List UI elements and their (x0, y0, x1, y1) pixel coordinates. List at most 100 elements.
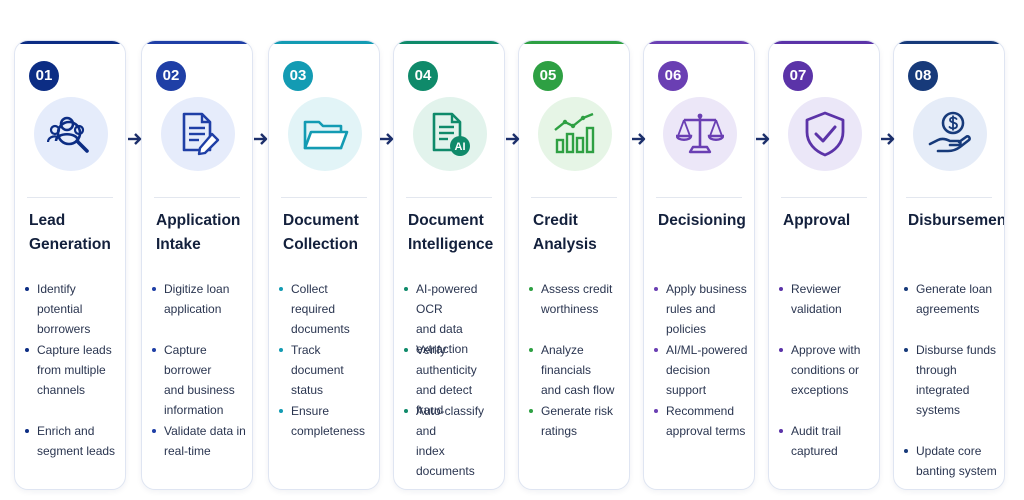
card-divider (531, 197, 617, 198)
card-accent-bar (519, 41, 629, 44)
bullet-line: Verify authenticity (416, 343, 477, 377)
bullet-dot (152, 348, 156, 352)
card-divider (406, 197, 492, 198)
bullet-line: Auto-classify and (416, 404, 485, 438)
flow-arrow-icon (380, 133, 394, 145)
bullet-line: exceptions (791, 383, 849, 397)
bullet-line: Capture leads (37, 343, 112, 357)
step-number-badge: 05 (533, 61, 563, 91)
bullet-line: AI-powered OCR (416, 282, 478, 316)
step-title-line: Application (156, 212, 241, 229)
card-divider (281, 197, 367, 198)
bullet-line: and business (164, 383, 235, 397)
bullet-dot (404, 348, 408, 352)
bullet-line: Apply business (666, 282, 747, 296)
bullet-dot (25, 348, 29, 352)
card-divider (781, 197, 867, 198)
bullet-dot (654, 287, 658, 291)
flow-arrow-icon (881, 133, 895, 145)
bullet-line: ratings (541, 424, 578, 438)
bullet-line: decision support (666, 363, 711, 397)
flow-arrow-icon (506, 133, 520, 145)
folder-icon (288, 97, 362, 171)
bullet-dot (152, 429, 156, 433)
bullet-dot (279, 287, 283, 291)
lead-search-icon (34, 97, 108, 171)
bullet-line: and data extraction (416, 322, 469, 356)
bullet-line: Analyze financials (541, 343, 592, 377)
bullet-line: Digitize loan (164, 282, 230, 296)
step-number-badge: 08 (908, 61, 938, 91)
card-divider (656, 197, 742, 198)
step-title-line: Intelligence (408, 236, 494, 253)
bullet-line: Approve with (791, 343, 861, 357)
step-title: Disbursement (908, 209, 1005, 233)
step-title-line: Disbursement (908, 212, 1005, 229)
bullet-dot (779, 348, 783, 352)
bullet-line: documents (291, 322, 350, 336)
hand-coin-icon (913, 97, 987, 171)
bullet-line: Track document (291, 343, 344, 377)
step-title-line: Credit (533, 212, 578, 229)
card-accent-bar (394, 41, 504, 44)
bullet-dot (529, 287, 533, 291)
bullet-line: Recommend (666, 404, 735, 418)
bullet-line: worthiness (541, 302, 599, 316)
bullet-line: through (916, 363, 957, 377)
bullet-line: information (164, 403, 224, 417)
bullet-line: channels (37, 383, 86, 397)
bullet-line: completeness (291, 424, 366, 438)
scales-icon (663, 97, 737, 171)
step-number-badge: 01 (29, 61, 59, 91)
bullet-line: and cash flow (541, 383, 615, 397)
bullet-line: borrowers (37, 322, 91, 336)
svg-text:AI: AI (455, 141, 466, 153)
card-accent-bar (894, 41, 1004, 44)
step-title-line: Analysis (533, 236, 597, 253)
flow-arrow-icon (254, 133, 268, 145)
step-title: Approval (783, 209, 875, 233)
step-title: Decisioning (658, 209, 750, 233)
bullet-line: application (164, 302, 222, 316)
bullet-dot (404, 409, 408, 413)
step-title-line: Generation (29, 236, 111, 253)
card-accent-bar (142, 41, 252, 44)
bullet-item: Approve with conditions or exceptions (779, 340, 875, 400)
bullet-line: Reviewer (791, 282, 842, 296)
document-edit-icon (161, 97, 235, 171)
bullet-dot (904, 287, 908, 291)
bullet-line: Disburse funds (916, 343, 997, 357)
bullet-line: conditions or (791, 363, 860, 377)
bullet-line: Collect required (291, 282, 336, 316)
step-title-line: Intake (156, 236, 201, 253)
bullet-line: approval terms (666, 424, 746, 438)
bullet-dot (279, 409, 283, 413)
step-title-line: Approval (783, 212, 851, 229)
bullet-line: banting system (916, 464, 997, 478)
bullet-item: Analyze financials and cash flow (529, 340, 625, 400)
flow-arrow-icon (756, 133, 770, 145)
card-accent-bar (769, 41, 879, 44)
